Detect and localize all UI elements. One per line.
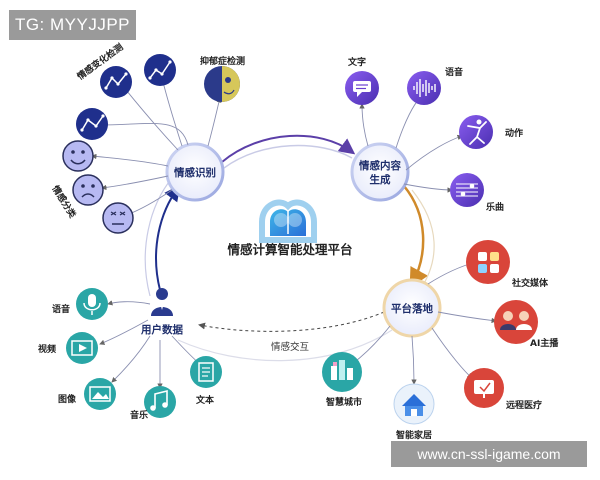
video-data-node[interactable] [66,332,98,364]
happy-face-node[interactable] [62,140,94,172]
label-gen-action: 动作 [505,127,523,139]
label-smart-home: 智能家居 [396,429,432,441]
arc-userdata-to-recognition [155,184,181,291]
voice-generation-node[interactable] [407,71,441,105]
action-generation-node[interactable] [459,115,493,149]
label-data-video: 视频 [38,343,56,355]
label-data-voice: 语音 [52,303,70,315]
label-data-image: 图像 [58,393,77,405]
arc-generation-to-landing [403,185,428,289]
ai-anchor-node[interactable] [494,300,538,344]
person-icon [151,288,173,316]
hub-landing-label: 平台落地 [391,302,433,315]
hub-user-data[interactable]: 用户数据 [140,288,183,336]
change-detection-node-1[interactable] [100,66,132,98]
text-data-node[interactable] [190,356,222,388]
hub-recognition-label: 情感识别 [174,166,216,179]
text-generation-node[interactable] [345,71,379,105]
music-data-node[interactable] [144,386,176,418]
angry-face-node[interactable] [102,202,134,234]
label-data-text: 文本 [195,394,215,406]
music-generation-node[interactable] [450,173,484,207]
watermark-tag: TG: MYYJJPP [9,10,136,40]
center-title: 情感计算智能处理平台 [227,242,352,257]
arc-landing-to-userdata [198,311,385,332]
change-detection-node-3[interactable] [76,108,108,140]
arc-userdata-outer [144,177,173,297]
label-data-music: 音乐 [130,409,148,421]
depression-detection-node[interactable] [204,66,240,102]
change-detection-node-2[interactable] [144,54,176,86]
voice-data-node[interactable] [76,288,108,320]
arc-generation-to-recognition [223,144,353,169]
smart-city-node[interactable] [322,352,362,392]
hub-generation-label-line2: 生成 [370,173,391,186]
smart-home-node[interactable] [393,383,435,425]
platform-brain-icon [259,199,317,243]
arc-landing-outer [411,189,435,291]
sad-face-node[interactable] [72,174,104,206]
label-gen-music: 乐曲 [486,201,504,213]
image-data-node[interactable] [84,378,116,410]
label-gen-text: 文字 [347,56,366,68]
hub-landing[interactable]: 平台落地 [382,278,442,338]
arc-bottom-outer [177,329,393,362]
hub-generation-label-line1: 情感内容 [359,159,401,172]
label-depression-detection: 抑郁症检测 [200,55,245,67]
arc-recognition-to-generation [221,134,356,163]
social-media-node[interactable] [466,240,510,284]
telemedicine-node[interactable] [464,368,504,408]
edge-label-interaction: 情感交互 [271,341,310,353]
hub-generation[interactable]: 情感内容 生成 [350,142,410,202]
hub-recognition[interactable]: 情感识别 [165,142,225,202]
user-data-branch-lines [99,300,201,389]
label-social-media: 社交媒体 [511,277,549,289]
label-ai-anchor: AI主播 [530,337,559,349]
label-smart-city: 智慧城市 [326,396,362,408]
label-gen-voice: 语音 [445,66,463,78]
watermark-url: www.cn-ssl-igame.com [391,441,587,467]
hub-user-data-label: 用户数据 [140,323,183,336]
label-telemedicine: 远程医疗 [506,399,542,411]
